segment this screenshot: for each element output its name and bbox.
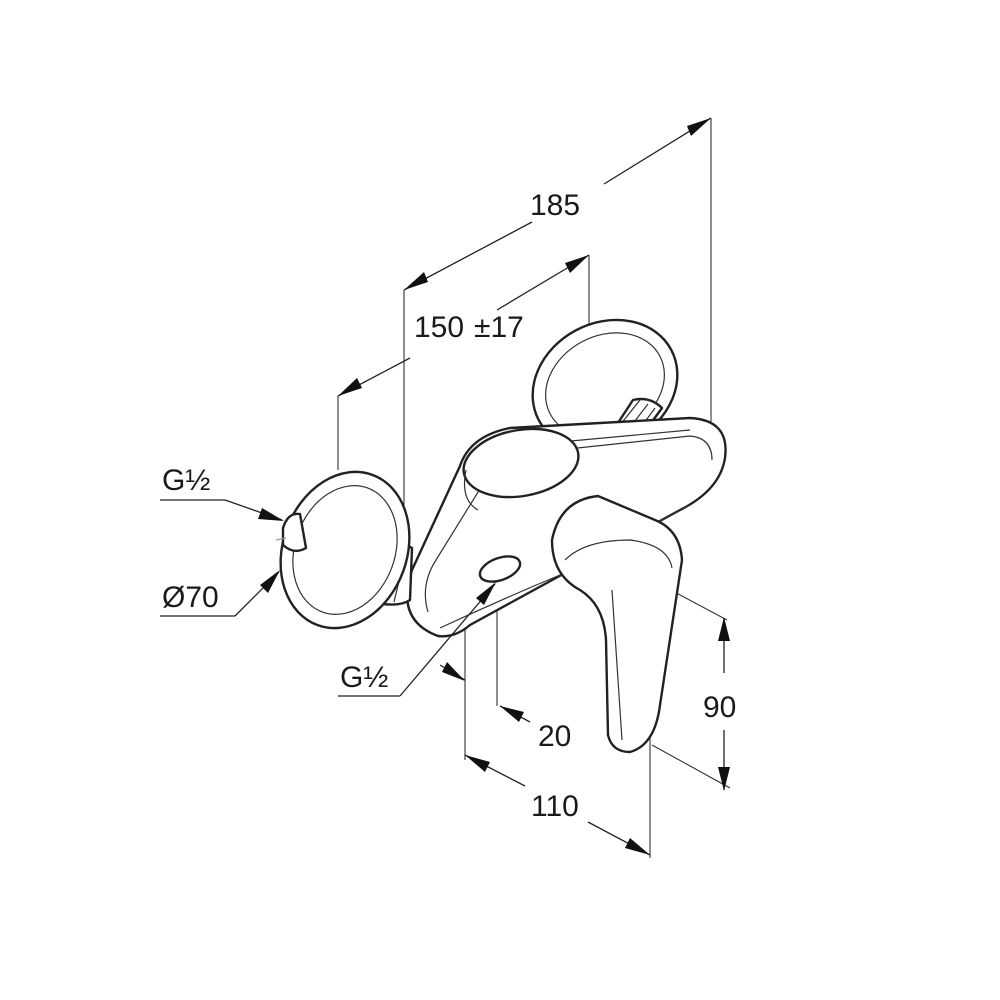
dim-label-inlet-thread: G½ [162, 464, 210, 497]
dimension-185 [403, 117, 712, 291]
leader-inlet-thread [160, 499, 284, 521]
dimension-150 [337, 254, 590, 397]
dimension-90 [718, 617, 730, 791]
lever-handle [550, 494, 684, 754]
dim-label-110: 110 [531, 790, 579, 823]
dim-label-185: 185 [530, 189, 580, 222]
dim-label-90: 90 [703, 691, 736, 724]
dim-label-150: 150 [414, 311, 464, 344]
right-escutcheon [531, 318, 679, 452]
dimension-20 [439, 662, 531, 723]
dimension-110 [464, 754, 651, 856]
dim-label-tolerance: ±17 [474, 311, 524, 344]
dim-label-outlet-thread: G½ [340, 661, 388, 694]
left-escutcheon [275, 470, 414, 630]
dim-label-20: 20 [538, 720, 571, 753]
leader-escutcheon-diameter [160, 570, 280, 617]
dim-label-escutcheon-diameter: Ø70 [162, 581, 219, 614]
leader-outlet-thread [338, 582, 496, 697]
